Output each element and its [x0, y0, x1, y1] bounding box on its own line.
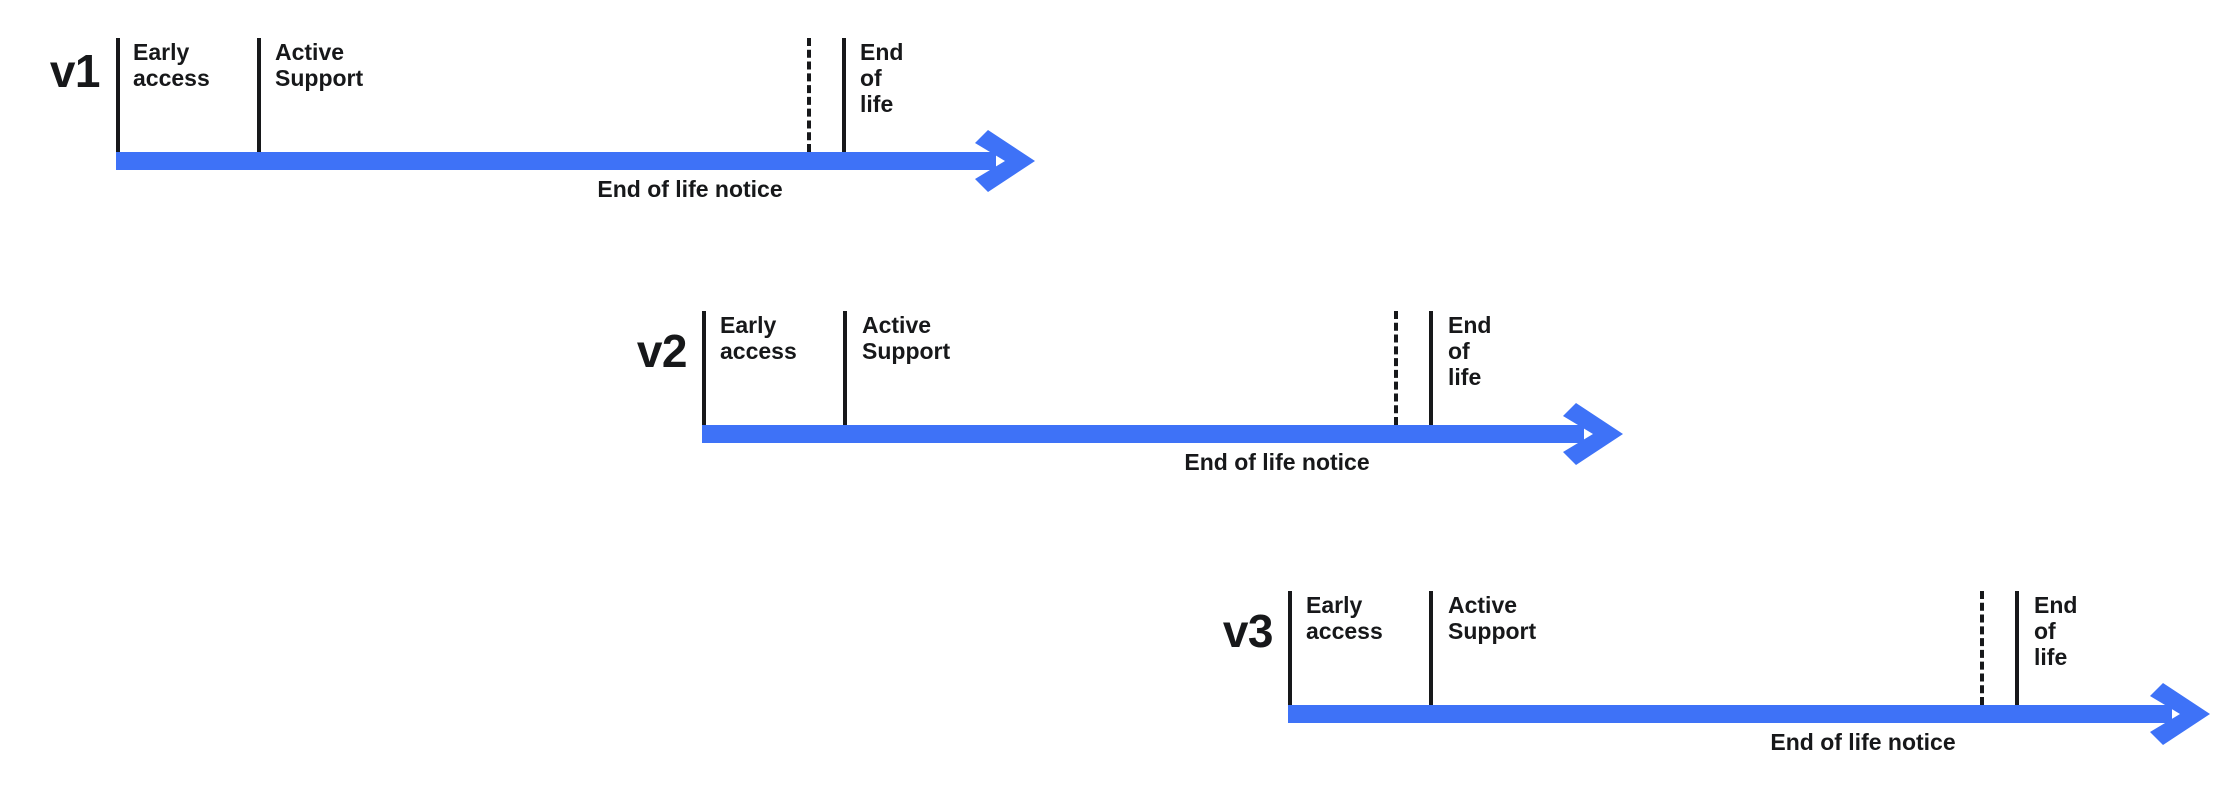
timeline-shaft: [1288, 705, 2172, 723]
timeline-shaft: [116, 152, 996, 170]
end-of-life-notice-label: End of life notice: [597, 176, 783, 202]
timeline-arrow-icon: [1563, 403, 1623, 465]
phase-divider-3: [2015, 591, 2019, 705]
version-label-v3: v3: [1222, 605, 1274, 657]
phase-label-3: End of life: [860, 39, 904, 117]
phase-divider-1: [1288, 591, 1292, 705]
version-label-v1: v1: [49, 45, 101, 97]
phase-divider-1: [116, 38, 120, 152]
phase-divider-2: [1429, 591, 1433, 705]
end-of-life-notice-marker: [1980, 591, 1984, 705]
end-of-life-notice-marker: [807, 38, 811, 152]
end-of-life-notice-label: End of life notice: [1770, 729, 1956, 755]
phase-label-1: Early access: [133, 39, 210, 91]
version-label-v2: v2: [636, 325, 688, 377]
phase-divider-1: [702, 311, 706, 425]
phase-divider-2: [843, 311, 847, 425]
end-of-life-notice-marker: [1394, 311, 1398, 425]
timeline-arrow-icon: [2150, 683, 2210, 745]
phase-divider-3: [1429, 311, 1433, 425]
phase-divider-2: [257, 38, 261, 152]
phase-label-3: End of life: [2034, 592, 2078, 670]
phase-label-1: Early access: [1306, 592, 1383, 644]
timeline-shaft: [702, 425, 1584, 443]
phase-label-2: Active Support: [275, 39, 364, 91]
phase-label-3: End of life: [1448, 312, 1492, 390]
end-of-life-notice-label: End of life notice: [1184, 449, 1370, 475]
phase-label-2: Active Support: [1448, 592, 1537, 644]
phase-label-2: Active Support: [862, 312, 951, 364]
phase-divider-3: [842, 38, 846, 152]
phase-label-1: Early access: [720, 312, 797, 364]
timeline-arrow-icon: [975, 130, 1035, 192]
